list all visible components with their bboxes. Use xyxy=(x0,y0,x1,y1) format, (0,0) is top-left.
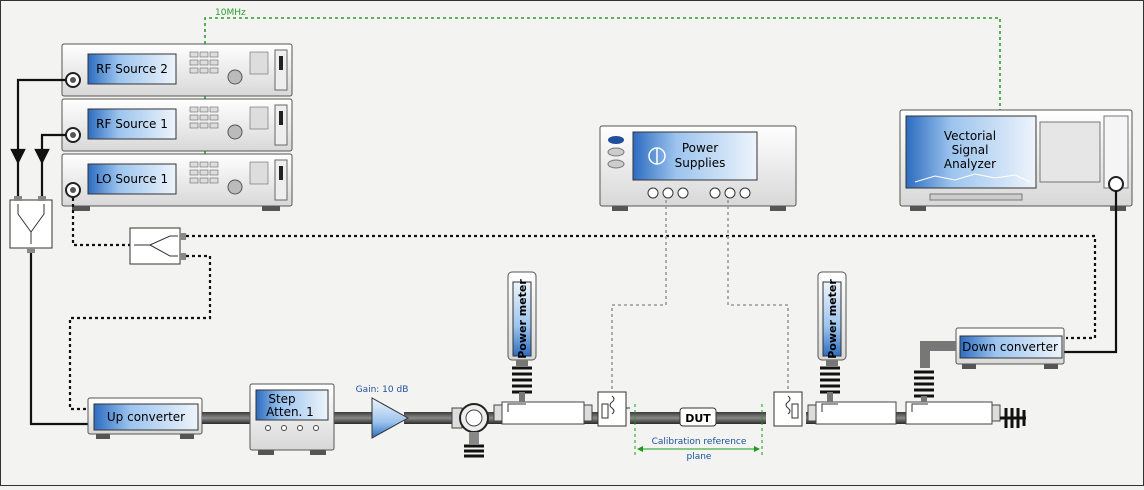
power-combiner xyxy=(9,196,53,253)
rf-source-cables xyxy=(10,78,66,200)
up-converter-label: Up converter xyxy=(107,410,185,424)
power-meter-1: Power meter xyxy=(507,271,537,366)
coupler-connector-stems xyxy=(519,392,927,402)
dc-bias-lines xyxy=(611,200,789,392)
step-atten-label-line2: Atten. 1 xyxy=(266,405,314,419)
calibration-label-line2: plane xyxy=(687,452,712,462)
load-termination xyxy=(1000,408,1026,428)
power-meter-2-label: Power meter xyxy=(826,279,839,359)
coupler-1 xyxy=(493,401,593,425)
generator-keypads xyxy=(189,51,269,185)
bias-tee-input xyxy=(597,391,630,427)
power-meter-1-label: Power meter xyxy=(516,279,529,359)
dut: DUT xyxy=(679,407,717,427)
coupler-connectors xyxy=(512,366,934,398)
lo-cables xyxy=(68,234,1097,411)
rf-pipes xyxy=(202,412,906,424)
calibration-reference-plane: Calibration reference plane xyxy=(634,404,763,462)
isolator xyxy=(451,403,489,458)
vsa-label-line3: Analyzer xyxy=(944,157,996,171)
dut-label: DUT xyxy=(685,412,711,425)
power-meter-2: Power meter xyxy=(817,271,847,366)
bias-tee-output xyxy=(773,391,803,427)
rf-source-1-label: RF Source 1 xyxy=(96,117,168,131)
lo-source-1: LO Source 1 xyxy=(61,153,293,211)
lo-source-1-label: LO Source 1 xyxy=(96,172,168,186)
amplifier: Gain: 10 dB xyxy=(356,385,410,439)
power-supplies: Power Supplies xyxy=(599,125,797,211)
power-supplies-label-line2: Supplies xyxy=(675,156,726,170)
vsa-label-line1: Vectorial xyxy=(944,129,996,143)
amplifier-gain-label: Gain: 10 dB xyxy=(356,385,409,395)
coupler-2 xyxy=(807,401,897,425)
lo-splitter xyxy=(71,198,186,265)
combiner-to-upconverter-cable xyxy=(29,253,92,426)
vectorial-signal-analyzer: Vectorial Signal Analyzer xyxy=(899,109,1133,211)
down-converter-label: Down converter xyxy=(962,340,1058,354)
power-supplies-label-line1: Power xyxy=(682,141,718,155)
rf-source-1: RF Source 1 xyxy=(61,98,293,152)
step-atten-label-line1: Step xyxy=(268,392,295,406)
ref-clock-line: 10MHz xyxy=(204,8,1001,155)
coupler-3 xyxy=(905,401,1001,425)
vsa-input-cable xyxy=(1062,191,1118,354)
rf-source-2: RF Source 2 xyxy=(61,43,293,97)
step-attenuator: Step Atten. 1 xyxy=(249,383,335,455)
ref-clock-label: 10MHz xyxy=(215,8,246,18)
calibration-label-line1: Calibration reference xyxy=(652,437,747,447)
down-converter: Down converter xyxy=(955,327,1065,369)
vsa-label-line2: Signal xyxy=(952,143,989,157)
up-converter: Up converter xyxy=(87,397,203,439)
down-converter-input-bend xyxy=(920,341,956,368)
rf-source-2-label: RF Source 2 xyxy=(96,62,168,76)
